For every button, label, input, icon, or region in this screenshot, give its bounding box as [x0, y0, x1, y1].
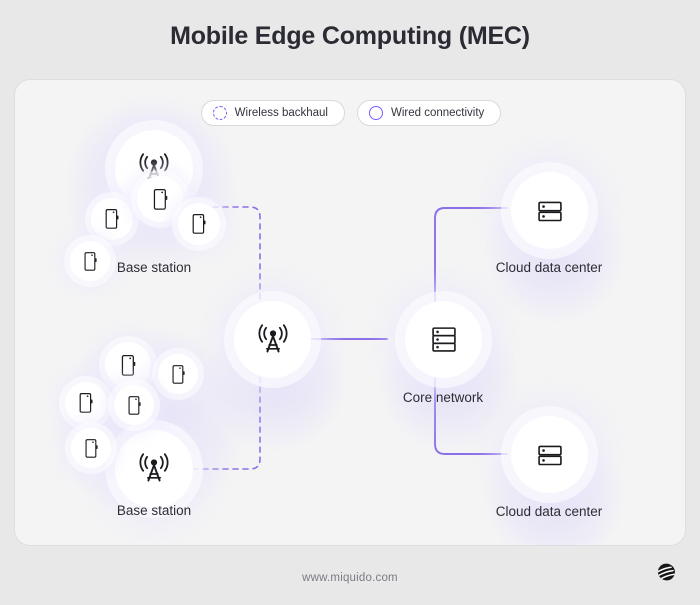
- connector-lines: [192, 206, 508, 470]
- device-phone: [65, 382, 107, 424]
- antenna-tower-icon: [257, 323, 288, 352]
- device-phone: [91, 198, 133, 240]
- node-label-core-network: Core network: [402, 390, 484, 405]
- device-phone: [70, 241, 110, 281]
- server-stack-icon: [537, 201, 562, 221]
- legend-item-label: Wireless backhaul: [234, 107, 328, 119]
- cloud-data-center-disc-bottom[interactable]: [511, 416, 588, 493]
- node-label-cloud-data-center-top: Cloud data center: [495, 260, 603, 275]
- legend: Wireless backhaul Wired connectivity: [15, 100, 685, 126]
- phone-icon: [105, 209, 119, 229]
- phone-icon: [172, 364, 185, 384]
- device-phone: [178, 203, 220, 245]
- edge-hub-disc[interactable]: [234, 301, 311, 378]
- core-network-disc[interactable]: [405, 301, 482, 378]
- phone-icon: [84, 251, 97, 271]
- phone-icon: [128, 395, 141, 415]
- phone-icon: [79, 393, 93, 413]
- legend-item-wired-connectivity[interactable]: Wired connectivity: [357, 100, 502, 126]
- node-label-cloud-data-center-bottom: Cloud data center: [495, 504, 603, 519]
- device-phone: [158, 354, 198, 394]
- dashed-circle-icon: [212, 106, 227, 120]
- diagram-panel: Wireless backhaul Wired connectivity: [14, 79, 686, 546]
- wire-base-bottom-to-hub: [192, 357, 261, 470]
- miquido-logo-icon: [652, 558, 682, 588]
- wire-core-to-cloud-bottom: [434, 351, 508, 455]
- phone-icon: [153, 188, 167, 210]
- node-label-base-station-bottom: Base station: [116, 503, 192, 518]
- solid-circle-icon: [369, 106, 383, 120]
- phone-icon: [85, 438, 98, 458]
- antenna-tower-icon: [139, 453, 169, 482]
- base-station-disc-bottom[interactable]: [115, 430, 193, 508]
- wire-base-top-to-hub: [192, 206, 261, 321]
- legend-item-label: Wired connectivity: [391, 107, 485, 119]
- node-label-base-station-top: Base station: [116, 260, 192, 275]
- phone-icon: [192, 214, 206, 234]
- legend-item-wireless-backhaul[interactable]: Wireless backhaul: [200, 100, 345, 126]
- device-phone: [71, 428, 111, 468]
- device-phone: [105, 342, 151, 388]
- cloud-data-center-disc-top[interactable]: [511, 172, 588, 249]
- server-rack-icon: [431, 326, 456, 352]
- footer-url[interactable]: www.miquido.com: [302, 572, 398, 584]
- phone-icon: [121, 354, 135, 376]
- device-phone: [137, 176, 183, 222]
- device-phone: [114, 385, 154, 425]
- server-stack-icon: [537, 445, 562, 465]
- page-title: Mobile Edge Computing (MEC): [170, 22, 530, 50]
- wire-core-to-cloud-top: [434, 207, 508, 327]
